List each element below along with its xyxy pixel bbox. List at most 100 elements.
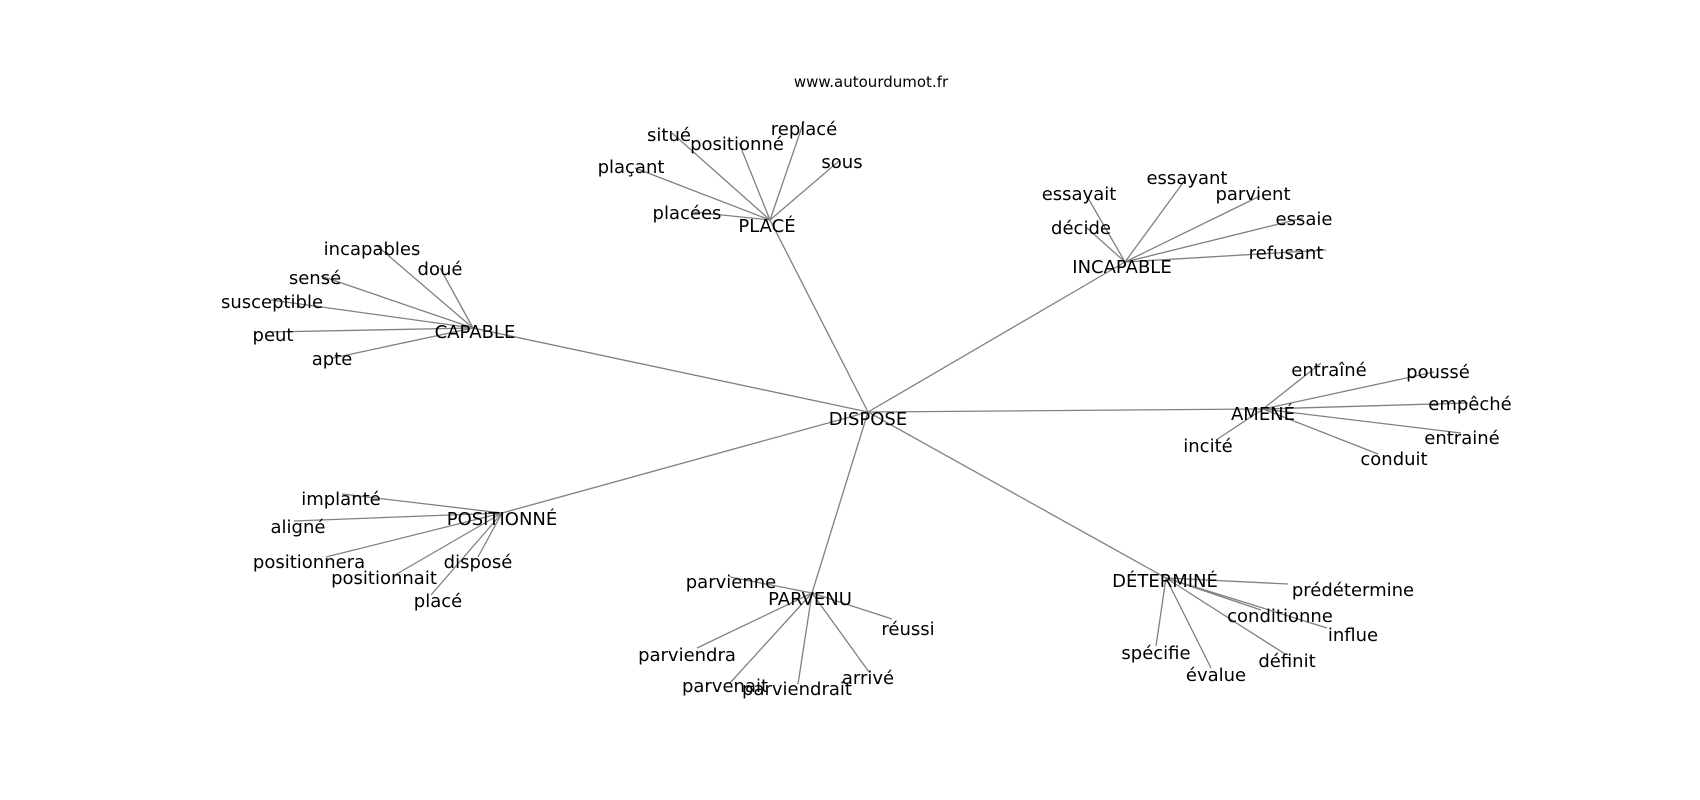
- neighbor-word-replace[interactable]: replacé: [771, 119, 838, 140]
- edge-positionne-place: [430, 512, 503, 596]
- edge-parvenu-arrive: [811, 592, 870, 673]
- neighbor-word-essayait[interactable]: essayait: [1042, 184, 1117, 205]
- neighbor-word-definit[interactable]: définit: [1258, 651, 1315, 672]
- edge-incapable-parvient: [1124, 195, 1261, 263]
- hub-word-amene[interactable]: AMENÉ: [1231, 403, 1295, 425]
- edge-capable-peut: [269, 327, 474, 333]
- edge-determine-predetermine: [1165, 577, 1289, 585]
- edge-place-positionne: [738, 142, 771, 221]
- center-word-label[interactable]: DISPOSE: [829, 409, 907, 430]
- neighbor-word-situe[interactable]: situé: [647, 125, 691, 146]
- edge-amene-conduit: [1262, 408, 1379, 455]
- edge-positionne-dispose: [477, 512, 503, 558]
- edge-determine-influe: [1165, 577, 1328, 629]
- neighbor-word-conditionne[interactable]: conditionne: [1227, 606, 1333, 627]
- graph-edges: [269, 120, 1469, 685]
- edge-center-amene: [867, 408, 1264, 413]
- edge-positionne-implante: [341, 493, 503, 514]
- neighbor-word-empeche[interactable]: empêché: [1428, 394, 1512, 415]
- neighbor-word-dispose[interactable]: disposé: [444, 552, 513, 573]
- hub-word-place[interactable]: PLACÉ: [738, 215, 795, 237]
- neighbor-word-conduit[interactable]: conduit: [1360, 449, 1427, 470]
- neighbor-word-influe[interactable]: influe: [1328, 625, 1378, 646]
- neighbor-word-positionnera[interactable]: positionnera: [253, 552, 365, 573]
- edge-determine-evalue: [1165, 577, 1212, 669]
- neighbor-word-positionne[interactable]: positionné: [690, 134, 784, 155]
- neighbor-word-parvienne[interactable]: parvienne: [686, 572, 776, 593]
- edge-amene-incite: [1215, 408, 1264, 441]
- edge-place-placant: [634, 167, 771, 221]
- edge-incapable-essayait: [1087, 197, 1126, 263]
- edge-determine-specifie: [1155, 577, 1167, 647]
- edge-positionne-positionnait: [394, 512, 503, 576]
- neighbor-word-pousse[interactable]: poussé: [1406, 362, 1470, 383]
- neighbor-word-apte[interactable]: apte: [312, 349, 353, 370]
- edge-parvenu-parviendra: [696, 592, 813, 649]
- neighbor-word-implante[interactable]: implanté: [301, 489, 381, 510]
- neighbor-word-specifie[interactable]: spécifie: [1121, 643, 1190, 664]
- edge-parvenu-parviendrait: [797, 592, 813, 685]
- neighbor-word-reussi[interactable]: réussi: [881, 619, 934, 640]
- edge-center-parvenu: [811, 411, 869, 594]
- neighbor-word-arrive[interactable]: arrivé: [842, 668, 894, 689]
- edge-determine-definit: [1165, 577, 1286, 655]
- neighbor-word-sense[interactable]: sensé: [289, 268, 341, 289]
- neighbor-word-placant[interactable]: plaçant: [598, 157, 665, 178]
- edge-incapable-essaie: [1124, 217, 1304, 263]
- edge-parvenu-parvenait: [729, 592, 813, 684]
- edge-positionne-positionnera: [325, 512, 503, 558]
- neighbor-word-parviendra[interactable]: parviendra: [638, 645, 736, 666]
- edge-amene-entraine: [1262, 362, 1322, 410]
- neighbor-word-refusant[interactable]: refusant: [1249, 243, 1324, 264]
- edge-capable-susceptible: [270, 299, 474, 329]
- neighbor-word-entraine[interactable]: entrainé: [1424, 428, 1499, 449]
- neighbor-word-essaie[interactable]: essaie: [1276, 209, 1333, 230]
- neighbor-word-predetermine[interactable]: prédétermine: [1292, 580, 1414, 601]
- edge-place-situe: [671, 132, 771, 221]
- edge-place-replace: [769, 120, 805, 221]
- edge-amene-pousse: [1262, 371, 1435, 410]
- neighbor-word-parvient[interactable]: parvient: [1215, 184, 1290, 205]
- neighbor-word-decide[interactable]: décide: [1051, 218, 1111, 239]
- edge-place-placees: [692, 211, 771, 221]
- hub-word-capable[interactable]: CAPABLE: [435, 322, 516, 343]
- edge-capable-incapables: [375, 244, 474, 329]
- edge-parvenu-reussi: [811, 592, 893, 620]
- edge-capable-sense: [320, 275, 474, 329]
- neighbor-word-sous[interactable]: sous: [821, 152, 862, 173]
- hub-word-parvenu[interactable]: PARVENU: [768, 589, 852, 610]
- neighbor-word-positionnait[interactable]: positionnait: [331, 568, 437, 589]
- edge-center-determine: [867, 411, 1167, 579]
- edge-capable-doue: [439, 267, 474, 329]
- neighbor-word-parvenait[interactable]: parvenait: [682, 676, 768, 697]
- neighbor-word-aligne[interactable]: aligné: [271, 517, 326, 538]
- edge-center-positionne: [501, 411, 869, 514]
- edge-amene-empeche: [1262, 402, 1469, 410]
- edge-incapable-essayant: [1124, 179, 1186, 263]
- neighbor-word-placees[interactable]: placées: [653, 203, 722, 224]
- neighbor-word-essayant[interactable]: essayant: [1146, 168, 1227, 189]
- hub-word-determine[interactable]: DÉTERMINÉ: [1112, 570, 1218, 592]
- neighbor-word-susceptible[interactable]: susceptible: [221, 292, 323, 313]
- neighbor-word-doue[interactable]: doué: [418, 259, 463, 280]
- neighbor-word-place[interactable]: placé: [414, 591, 462, 612]
- edge-place-sous: [769, 160, 840, 221]
- hub-word-positionne[interactable]: POSITIONNÉ: [447, 508, 558, 530]
- neighbor-word-incapables[interactable]: incapables: [324, 239, 421, 260]
- edge-positionne-aligne: [293, 512, 503, 522]
- edge-parvenu-parvienne: [729, 576, 813, 594]
- neighbor-word-evalue[interactable]: évalue: [1186, 665, 1246, 686]
- edge-amene-entraine: [1262, 408, 1462, 434]
- hub-word-incapable[interactable]: INCAPABLE: [1072, 257, 1171, 278]
- edge-capable-apte: [332, 327, 474, 359]
- neighbor-word-entraine[interactable]: entraîné: [1291, 360, 1366, 381]
- edge-center-place: [769, 219, 869, 413]
- neighbor-word-peut[interactable]: peut: [253, 325, 294, 346]
- edge-incapable-decide: [1086, 227, 1126, 263]
- edge-center-capable: [472, 327, 869, 413]
- neighbor-word-incite[interactable]: incité: [1183, 436, 1232, 457]
- neighbor-word-parviendrait[interactable]: parviendrait: [742, 679, 852, 700]
- edge-incapable-refusant: [1124, 249, 1327, 263]
